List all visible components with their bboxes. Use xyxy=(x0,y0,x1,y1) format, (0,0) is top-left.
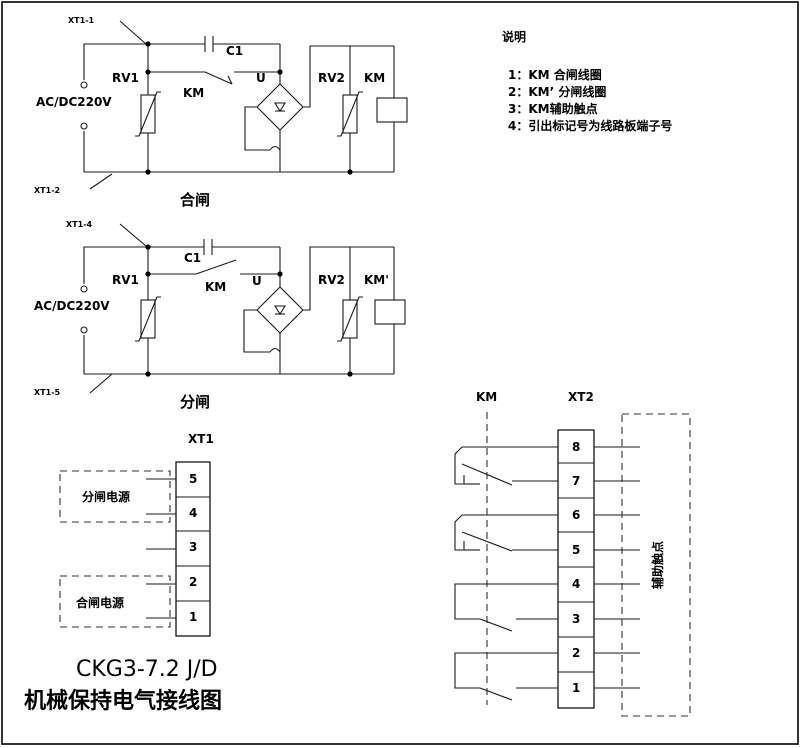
xt1-terminal-1: 1 xyxy=(189,610,197,624)
closing-term-bottom: XT1-2 xyxy=(34,186,60,195)
xt1-terminal-2: 2 xyxy=(189,575,197,589)
closing-c1-label: C1 xyxy=(226,44,243,58)
xt1-closing-supply-label: 合闸电源 xyxy=(76,595,124,610)
xt2-terminal-7: 7 xyxy=(572,474,580,488)
xt1-terminal-3: 3 xyxy=(189,540,197,554)
note-item-2: 2：KM’ 分闸线圈 xyxy=(508,84,606,99)
xt2-terminal-block: KM XT2 8 7 6 5 4 3 2 1 xyxy=(454,390,691,717)
closing-km-contact-label: KM xyxy=(183,86,204,100)
xt2-terminal-1: 1 xyxy=(572,681,580,695)
xt2-terminal-4: 4 xyxy=(572,577,580,591)
closing-term-top: XT1-1 xyxy=(68,16,95,25)
closing-rv2-label: RV2 xyxy=(318,71,345,85)
xt2-terminal-8: 8 xyxy=(572,440,580,454)
xt1-label: XT1 xyxy=(188,432,214,446)
closing-rectifier-label: U xyxy=(256,71,266,85)
closing-rv1-label: RV1 xyxy=(112,71,139,85)
notes-heading: 说明 xyxy=(502,29,526,44)
xt2-aux-label: 辅助触点 xyxy=(650,541,665,589)
opening-km-contact-label: KM xyxy=(205,280,226,294)
xt2-terminal-5: 5 xyxy=(572,543,580,557)
xt2-terminal-3: 3 xyxy=(572,612,580,626)
opening-rv2-label: RV2 xyxy=(318,273,345,287)
xt1-terminal-4: 4 xyxy=(189,506,197,520)
xt1-terminal-5: 5 xyxy=(189,472,197,486)
opening-rectifier-label: U xyxy=(252,274,262,288)
xt1-opening-supply-label: 分闸电源 xyxy=(82,489,130,504)
opening-supply-label: AC/DC220V xyxy=(34,299,110,313)
closing-circuit: XT1-1 XT1-2 AC/DC220V C1 RV1 KM U xyxy=(34,16,408,209)
xt2-terminal-2: 2 xyxy=(572,646,580,660)
opening-coil-label: KM' xyxy=(364,273,389,287)
xt2-terminal-6: 6 xyxy=(572,508,580,522)
title-block: CKG3-7.2 J/D 机械保持电气接线图 xyxy=(24,657,222,714)
note-item-1: 1：KM 合闸线圈 xyxy=(508,67,602,82)
diagram-name: 机械保持电气接线图 xyxy=(24,688,222,714)
closing-circuit-title: 合闸 xyxy=(179,191,210,209)
opening-term-bottom: XT1-5 xyxy=(34,388,61,397)
opening-term-top: XT1-4 xyxy=(66,220,93,229)
closing-supply-label: AC/DC220V xyxy=(36,95,112,109)
opening-circuit: XT1-4 XT1-5 AC/DC220V C1 RV1 KM U xyxy=(34,220,406,411)
xt2-km-label: KM xyxy=(476,390,497,404)
notes: 说明 1：KM 合闸线圈 2：KM’ 分闸线圈 3：KM辅助触点 4：引出标记号… xyxy=(502,29,672,133)
closing-coil-label: KM xyxy=(364,71,385,85)
model-title: CKG3-7.2 J/D xyxy=(76,657,218,682)
note-item-3: 3：KM辅助触点 xyxy=(508,101,598,116)
xt1-terminal-block: XT1 5 4 3 2 1 分闸电源 合闸电源 xyxy=(59,432,214,637)
opening-c1-label: C1 xyxy=(184,251,201,265)
xt2-label: XT2 xyxy=(568,390,594,404)
note-item-4: 4：引出标记号为线路板端子号 xyxy=(508,118,672,133)
opening-rv1-label: RV1 xyxy=(112,273,139,287)
opening-circuit-title: 分闸 xyxy=(180,393,210,411)
